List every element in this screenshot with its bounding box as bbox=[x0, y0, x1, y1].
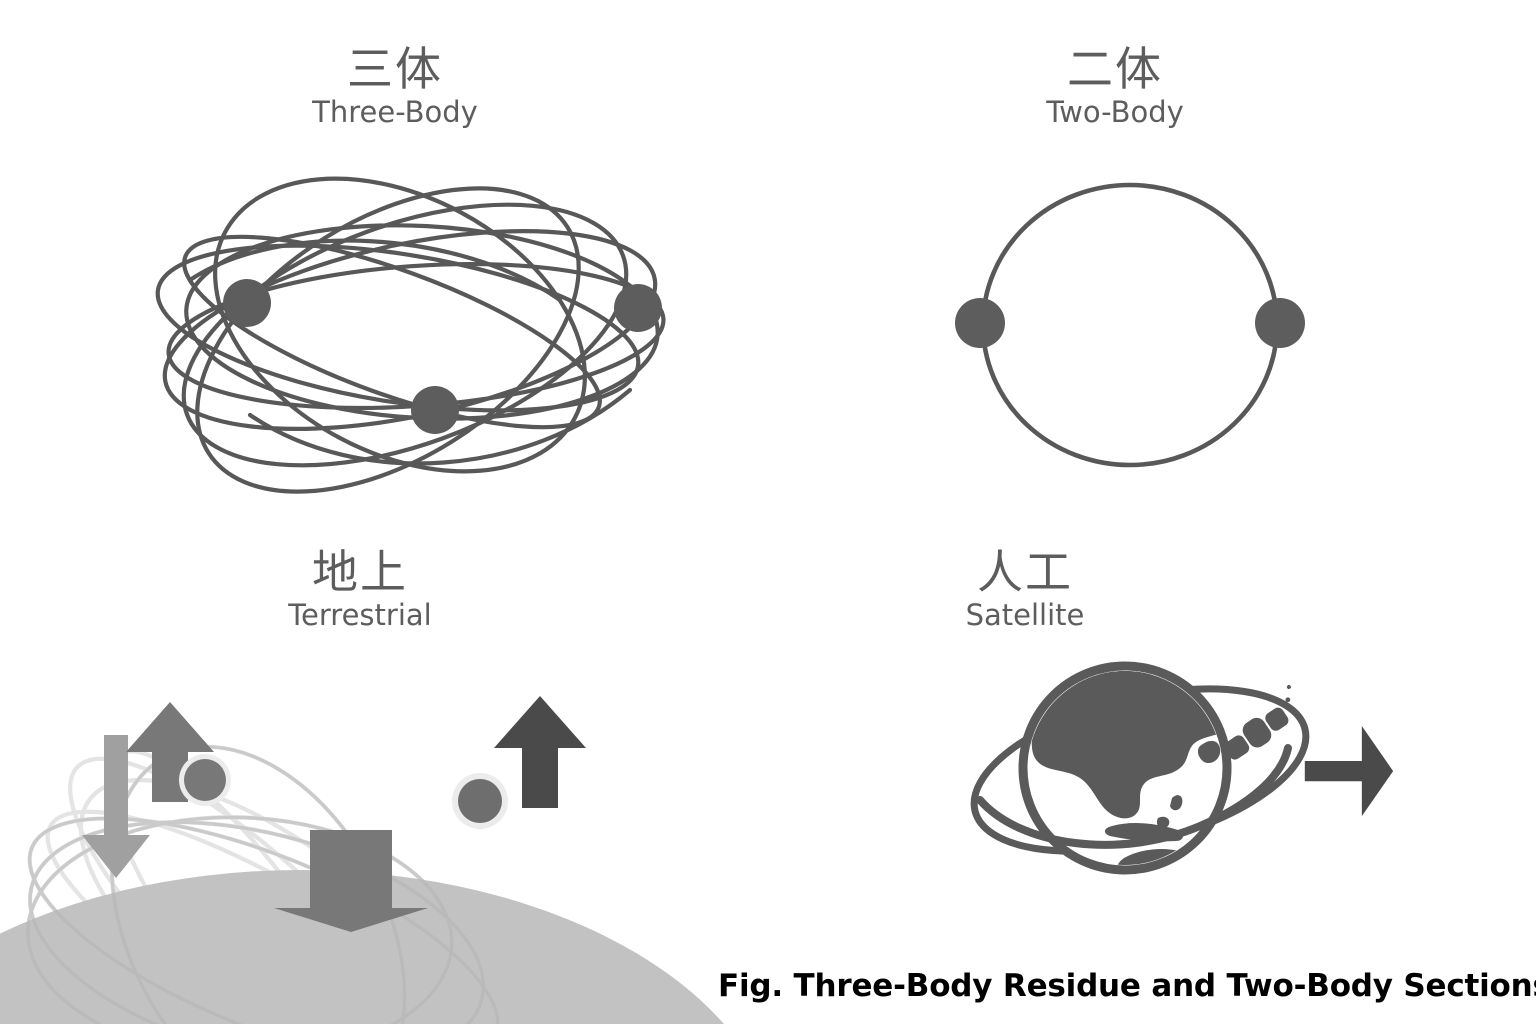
orbit-ring-front-arc bbox=[976, 744, 1292, 849]
panel-title-cjk-satellite: 人工 bbox=[977, 545, 1073, 599]
satellite-signal-dot bbox=[1285, 697, 1291, 703]
terrestrial-body-right bbox=[452, 773, 508, 829]
globe bbox=[1018, 661, 1232, 875]
orbit-path bbox=[182, 234, 602, 430]
landmass-japan bbox=[1197, 740, 1221, 764]
body-mass bbox=[614, 284, 662, 332]
landmass-eurasia bbox=[1028, 671, 1222, 819]
body-mass bbox=[411, 386, 459, 434]
panel-title-three-body: 三体 Three-Body bbox=[215, 45, 575, 128]
landmass-philippines bbox=[1170, 795, 1183, 811]
orbit-path bbox=[195, 186, 581, 494]
orbit-path bbox=[181, 202, 629, 468]
panel-title-terrestrial: 地上 Terrestrial bbox=[180, 548, 540, 631]
thrust-up-arrow-left bbox=[126, 702, 214, 802]
terrestrial-illustration bbox=[0, 640, 760, 1024]
panel-title-en-two-body: Two-Body bbox=[1046, 95, 1184, 130]
body-mass bbox=[1255, 298, 1305, 348]
three-body-svg bbox=[155, 176, 666, 494]
faded-orbit-path bbox=[28, 820, 486, 1024]
two-body-masses bbox=[955, 298, 1305, 348]
panel-title-en-terrestrial: Terrestrial bbox=[288, 598, 432, 633]
terrestrial-svg bbox=[0, 696, 724, 1024]
terrestrial-body-left bbox=[179, 754, 231, 806]
satellite-panel-right bbox=[1265, 707, 1289, 731]
faded-orbit-path bbox=[26, 815, 454, 1024]
gravity-down-arrow-left bbox=[82, 735, 150, 878]
orbit-path bbox=[247, 387, 633, 466]
panel-title-satellite: 人工 Satellite bbox=[845, 548, 1205, 631]
panel-title-cjk-two-body: 二体 bbox=[1067, 42, 1163, 96]
arrow-shape bbox=[494, 696, 586, 808]
body-mass bbox=[955, 298, 1005, 348]
orbit-path bbox=[213, 176, 587, 474]
body-mass bbox=[223, 279, 271, 327]
thrust-up-arrow-right bbox=[494, 696, 586, 808]
orbit-path bbox=[980, 182, 1280, 468]
satellite-svg bbox=[970, 661, 1394, 875]
arrow-shape bbox=[274, 830, 428, 932]
gravity-down-arrow-center bbox=[274, 830, 428, 932]
satellite-panel-left bbox=[1224, 735, 1250, 760]
body-mass bbox=[184, 759, 226, 801]
arrow-shape bbox=[82, 735, 150, 878]
landmass-islands bbox=[1156, 816, 1170, 829]
three-body-orbit-group bbox=[155, 176, 666, 494]
figure-caption: Fig. Three-Body Residue and Two-Body Sec… bbox=[718, 968, 1536, 1004]
satellite-signal-dot bbox=[1286, 684, 1291, 689]
satellite-body bbox=[1242, 717, 1272, 748]
landmass-australia bbox=[1115, 849, 1207, 865]
three-body-illustration bbox=[130, 160, 710, 500]
panel-title-en-three-body: Three-Body bbox=[312, 95, 478, 130]
faded-orbit-path bbox=[27, 816, 500, 1024]
satellite-illustration bbox=[900, 650, 1400, 900]
body-mass bbox=[458, 779, 502, 823]
panel-title-en-satellite: Satellite bbox=[965, 598, 1085, 633]
two-body-svg bbox=[955, 182, 1305, 468]
panel-title-cjk-three-body: 三体 bbox=[347, 42, 443, 96]
satellite-icon bbox=[1224, 684, 1291, 760]
orbit-ring-front bbox=[976, 744, 1292, 849]
orbit-path bbox=[155, 243, 641, 413]
arrow-shape bbox=[126, 702, 214, 802]
panel-title-two-body: 二体 Two-Body bbox=[935, 45, 1295, 128]
three-body-masses bbox=[223, 279, 662, 434]
orbit-path bbox=[187, 238, 563, 303]
panel-title-cjk-terrestrial: 地上 bbox=[312, 545, 408, 599]
planet-surface bbox=[0, 870, 724, 1024]
arrow-shape bbox=[1304, 726, 1394, 817]
velocity-right-arrow bbox=[1304, 726, 1394, 817]
two-body-illustration bbox=[930, 170, 1330, 490]
